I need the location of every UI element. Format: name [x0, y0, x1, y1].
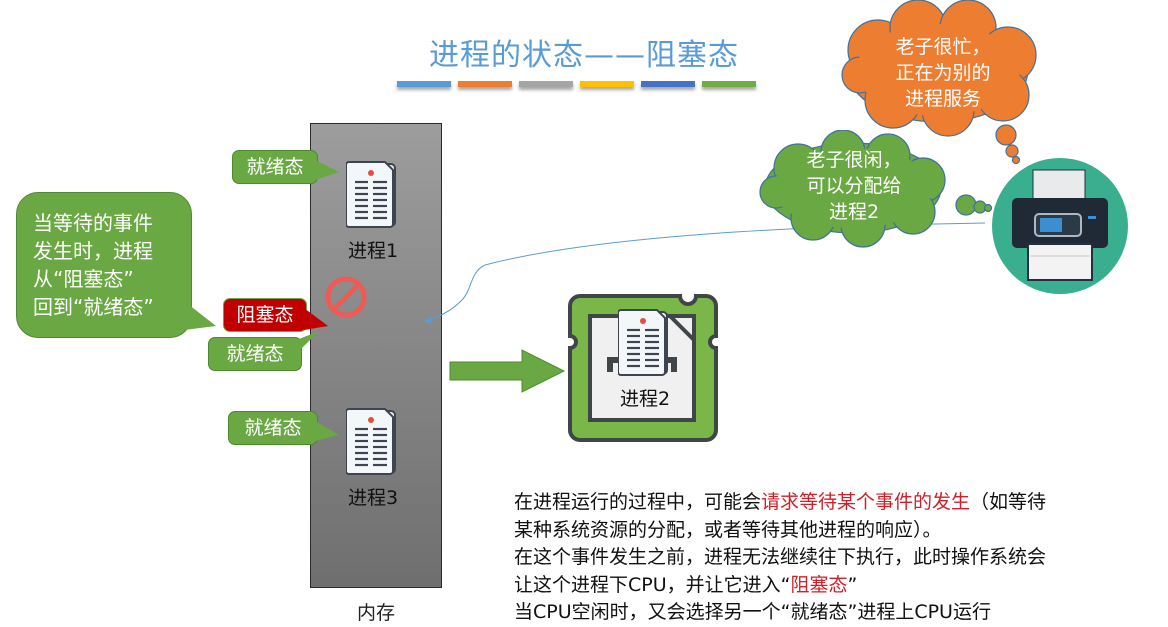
description-line-5: 当CPU空闲时，又会选择另一个“就绪态”进程上CPU运行	[514, 601, 991, 623]
title-color-bars	[397, 81, 756, 87]
new-ready-state-callout: 就绪态	[208, 331, 319, 371]
text-span: （如等待	[970, 491, 1047, 513]
thought-line: 老子很忙，	[895, 36, 991, 58]
color-bar	[458, 81, 512, 87]
process-1-document-icon	[346, 161, 396, 228]
process-3-document-icon	[346, 408, 396, 475]
description-line-4: 让这个进程下CPU，并让它进入“阻塞态”	[514, 572, 1154, 600]
text-span: ”	[847, 573, 858, 596]
busy-thought-cloud	[841, 0, 1037, 165]
idle-thought-cloud	[759, 130, 993, 248]
process-1-label: 进程1	[347, 240, 399, 262]
callout-pointer	[304, 308, 328, 330]
callout-pointer	[315, 421, 339, 441]
highlight-text: 阻塞态	[790, 573, 848, 596]
memory-label: 内存	[356, 602, 395, 624]
color-bar	[519, 81, 573, 87]
color-bar	[641, 81, 695, 87]
color-bar	[397, 81, 451, 87]
printer-icon	[992, 158, 1128, 294]
callout-pointer	[170, 290, 216, 330]
right-arrow-icon	[449, 349, 566, 393]
thought-line: 正在为别的	[895, 62, 991, 84]
slide-title: 进程的状态——阻塞态	[429, 38, 739, 73]
description-line-3: 在这个事件发生之前，进程无法继续往下执行，此时操作系统会	[514, 546, 1047, 568]
description-text: 在进程运行的过程中，可能会请求等待某个事件的发生（如等待 某种系统资源的分配，或…	[514, 489, 1154, 627]
process-3-label: 进程3	[347, 487, 399, 509]
thought-line: 进程服务	[904, 88, 981, 110]
process-2-document-icon	[618, 309, 668, 376]
text-span: 在进程运行的过程中，可能会	[514, 491, 762, 513]
ready-state-label: 就绪态	[208, 337, 302, 371]
callout-pointer	[299, 331, 319, 351]
text-span: 让这个进程下CPU，并让它进入“	[514, 573, 791, 596]
callout-pointer	[315, 160, 339, 180]
process-2-label: 进程2	[619, 388, 671, 410]
blocked-state-callout: 阻塞态	[223, 298, 328, 332]
color-bar	[702, 81, 756, 87]
thought-line: 进程2	[828, 201, 880, 223]
callout-line: 当等待的事件	[33, 211, 153, 235]
idle-thought-text: 老子很闲， 可以分配给 进程2	[772, 147, 936, 225]
process-3-state-callout: 就绪态	[228, 411, 339, 445]
event-occurred-callout: 当等待的事件 发生时，进程 从“阻塞态” 回到“就绪态”	[16, 192, 192, 338]
prohibited-icon	[325, 276, 367, 318]
highlight-text: 请求等待某个事件的发生	[761, 491, 971, 513]
callout-line: 发生时，进程	[33, 239, 153, 263]
ready-state-label: 就绪态	[232, 150, 318, 184]
description-line-2: 某种系统资源的分配，或者等待其他进程的响应）。	[514, 518, 942, 541]
process-1-state-callout: 就绪态	[232, 150, 339, 184]
callout-line: 回到“就绪态”	[33, 295, 154, 319]
color-bar	[580, 81, 634, 87]
description-line-1: 在进程运行的过程中，可能会请求等待某个事件的发生（如等待	[514, 489, 1154, 517]
busy-thought-text: 老子很忙， 正在为别的 进程服务	[858, 34, 1028, 112]
thought-line: 老子很闲，	[806, 149, 902, 171]
thought-line: 可以分配给	[806, 175, 902, 197]
callout-line: 从“阻塞态”	[33, 267, 134, 291]
